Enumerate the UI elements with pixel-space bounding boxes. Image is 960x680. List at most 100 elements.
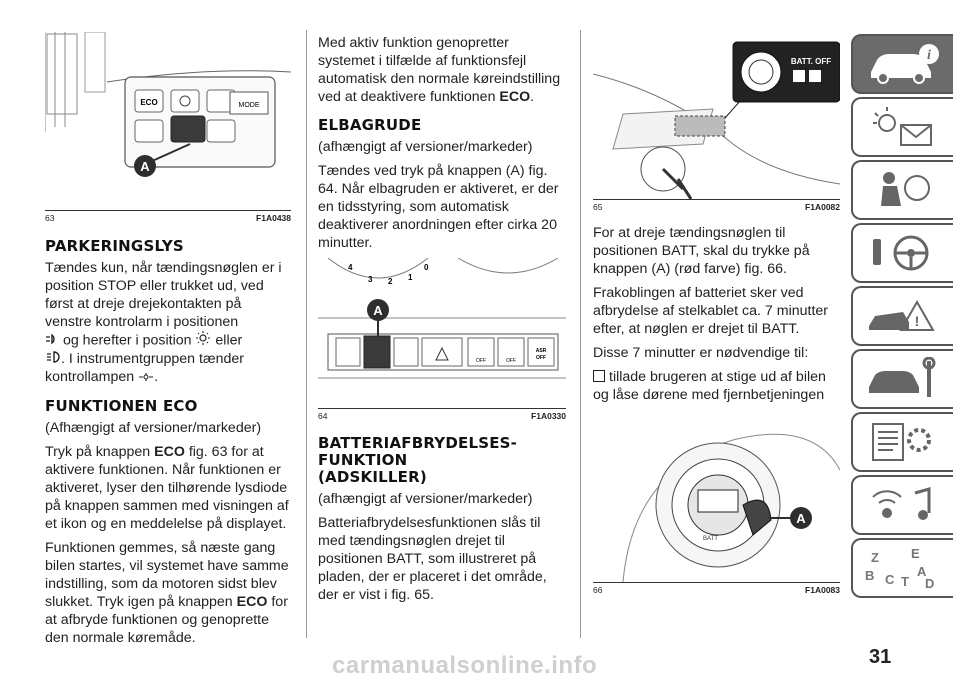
fig63-caption: 63 F1A0438 <box>45 213 291 223</box>
figure-66: BATT A <box>593 410 841 583</box>
watermark: carmanualsonline.info <box>332 652 598 679</box>
figure-63: ECO MODE A <box>44 31 292 211</box>
fig64-illustration: 4 3 2 1 0 OFF OFF ASR OFF A <box>318 257 566 408</box>
tab-starting-driving[interactable] <box>851 223 953 283</box>
warning-lights-envelope-icon <box>873 107 932 146</box>
index-letter-c: C <box>885 572 895 587</box>
eco4-eco: ECO <box>499 89 531 105</box>
sun-icon <box>195 331 211 350</box>
fig63-mode-label: MODE <box>239 102 260 109</box>
parkering-end: . <box>154 369 159 386</box>
column-divider-2 <box>580 30 581 638</box>
fig64-asr-off: OFF <box>536 355 546 361</box>
column-3: BATT. OFF 65 F1A0082 For at dreje tændin… <box>592 0 841 595</box>
fig66-caption: 66 F1A0083 <box>593 585 840 595</box>
heading-funktionen-eco: FUNKTIONEN ECO <box>45 396 198 415</box>
document-gear-icon <box>872 423 931 461</box>
heading-elbagrude: ELBAGRUDE <box>318 116 422 134</box>
wireless-music-icon <box>872 487 931 520</box>
tab-safety[interactable] <box>851 160 953 220</box>
tab-technical-data[interactable] <box>851 412 953 472</box>
figure-65: BATT. OFF <box>592 34 841 200</box>
para-parkering: Tændes kun, når tændingsnøglen er i posi… <box>45 259 291 387</box>
tab-multimedia[interactable] <box>851 475 953 535</box>
index-letter-e: E <box>911 546 920 561</box>
column-2: Med aktiv funktion genopretter systemet … <box>318 34 566 610</box>
car-info-icon: i <box>871 44 939 84</box>
para-eco-2: Tryk på knappen ECO fig. 63 for at aktiv… <box>45 443 291 533</box>
eco3-c: for at afbryde funktionen og genoprette … <box>45 593 288 646</box>
fig64-dial-3: 3 <box>368 275 373 284</box>
tab-car-info[interactable]: i <box>851 34 953 94</box>
fig64-code: F1A0330 <box>531 411 566 421</box>
para-bat-6: tillade brugeren at stige ud af bilen og… <box>593 368 840 404</box>
parking-light-icon <box>45 332 59 350</box>
tab-maintenance[interactable] <box>851 349 953 409</box>
tab-index[interactable]: Z E B A C T D <box>851 538 953 598</box>
para-bat-2: Batteriafbrydelsesfunktionen slås til me… <box>318 515 547 603</box>
index-letter-d: D <box>925 576 934 588</box>
eco3-eco: ECO <box>236 593 268 610</box>
svg-text:i: i <box>927 48 931 63</box>
index-letter-b: B <box>865 568 874 583</box>
tab-lights-messages[interactable] <box>851 97 953 157</box>
page-number: 31 <box>869 646 892 668</box>
bullet-box-icon <box>593 370 605 382</box>
parking-light-alt-icon <box>45 350 61 368</box>
fig66-illustration: BATT A <box>593 410 841 583</box>
fig66-callout-a: A <box>796 511 806 526</box>
parkering-text-2: og herefter i position <box>62 332 192 349</box>
heading-batteri: BATTERIAFBRYDELSES- FUNKTION (ADSKILLER) <box>318 435 566 486</box>
heading-batteri-2: FUNKTION <box>318 451 408 469</box>
para-elb-1: (afhængigt af versioner/markeder) <box>318 139 533 155</box>
svg-text:!: ! <box>915 313 920 329</box>
para-bat-5: Disse 7 minutter er nødvendige til: <box>593 345 809 361</box>
fig64-off-2: OFF <box>506 358 516 364</box>
eco4-a: Med aktiv funktion genopretter systemet … <box>318 35 561 105</box>
fig66-batt: BATT <box>703 536 718 542</box>
fig64-asr: ASR <box>536 348 547 354</box>
eco2-a: Tryk på knappen <box>45 443 151 460</box>
side-light-indicator-icon <box>138 369 154 387</box>
fig66-code: F1A0083 <box>805 585 840 595</box>
para-eco-4: Med aktiv funktion genopretter systemet … <box>318 34 566 106</box>
fig63-eco-label: ECO <box>140 98 157 107</box>
fig64-callout-a: A <box>373 303 383 318</box>
parkering-text-4: . I instrumentgruppen tænder kontrollamp… <box>45 351 244 386</box>
para-eco-1: (Afhængigt af versioner/markeder) <box>45 419 262 436</box>
fig66-number: 66 <box>593 585 603 595</box>
fig64-caption: 64 F1A0330 <box>318 411 566 421</box>
car-crash-warning-icon: ! <box>869 299 935 331</box>
index-letter-a: A <box>917 564 927 579</box>
fig63-number: 63 <box>45 213 55 223</box>
fig64-dial-4: 4 <box>348 263 353 272</box>
key-steering-wheel-icon <box>873 235 929 271</box>
eco4-c: . <box>530 89 535 105</box>
para-elb-2: Tændes ved tryk på knappen (A) fig. 64. … <box>318 163 559 251</box>
fig63-callout-a: A <box>140 159 150 174</box>
parkering-text-1: Tændes kun, når tændingsnøglen er i posi… <box>45 260 282 330</box>
parkering-text-3: eller <box>215 332 243 349</box>
car-wrench-icon <box>869 357 936 397</box>
fig63-code: F1A0438 <box>256 213 291 223</box>
fig64-dial-0: 0 <box>424 263 429 272</box>
fig64-number: 64 <box>318 411 328 421</box>
index-letter-t: T <box>901 574 909 588</box>
fig63-illustration: ECO MODE A <box>44 31 292 210</box>
fig65-caption: 65 F1A0082 <box>593 202 840 212</box>
fig65-batt-off: BATT. OFF <box>791 57 831 66</box>
heading-batteri-1: BATTERIAFBRYDELSES- <box>318 434 518 452</box>
fig64-dial-1: 1 <box>408 273 413 282</box>
index-letter-z: Z <box>871 550 879 565</box>
fig65-number: 65 <box>593 202 603 212</box>
alphabet-index-icon: Z E B A C T D <box>865 546 934 588</box>
eco2-eco: ECO <box>154 443 185 460</box>
chapter-tabs: i ! Z E B A C T D <box>851 34 960 601</box>
para-eco-3: Funktionen gemmes, så næste gang bilen s… <box>45 539 291 647</box>
tab-emergency[interactable]: ! <box>851 286 953 346</box>
airbag-seatbelt-icon <box>881 172 930 206</box>
heading-batteri-3: (ADSKILLER) <box>318 468 427 486</box>
eco3-a: Funktionen gemmes, så næste gang bilen s… <box>45 539 289 610</box>
heading-parkeringslys: PARKERINGSLYS <box>45 237 184 255</box>
column-1: ECO MODE A 63 F1A0438 PARKERINGSLYS Tænd… <box>44 0 292 653</box>
